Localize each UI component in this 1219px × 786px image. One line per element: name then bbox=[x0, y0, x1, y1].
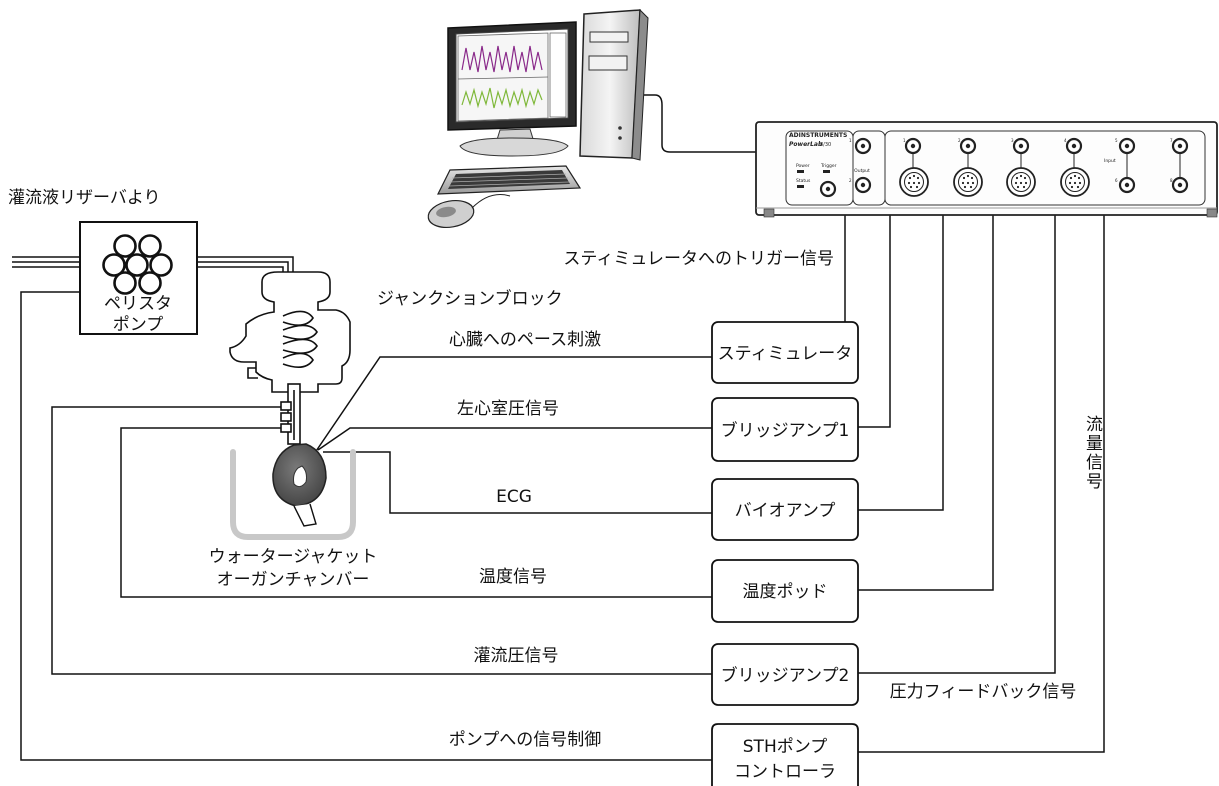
pump-rollers-icon bbox=[102, 234, 173, 295]
pacing-label: 心臓へのペース刺激 bbox=[449, 330, 601, 350]
pump-label-line1: ペリスタ bbox=[104, 294, 172, 314]
input-label: Input bbox=[1104, 158, 1116, 164]
mouse-icon bbox=[427, 194, 511, 229]
output-label: Output bbox=[854, 168, 870, 174]
desktop-computer-icon bbox=[447, 8, 649, 161]
bridge-amp-2-box-label: ブリッジアンプ2 bbox=[721, 665, 850, 686]
pressure-feedback-label: 圧力フィードバック信号 bbox=[890, 682, 1077, 702]
stim-trigger-label: スティミュレータへのトリガー信号 bbox=[563, 249, 834, 269]
input-6-number: 6 bbox=[1115, 178, 1118, 183]
water-jacket-chamber bbox=[230, 449, 356, 540]
input-4-number: 4 bbox=[1064, 138, 1067, 143]
junction-block-label: ジャンクションブロック bbox=[377, 288, 563, 309]
power-led bbox=[797, 170, 804, 173]
output-2-number: 2 bbox=[849, 178, 852, 183]
input-7-number: 7 bbox=[1170, 138, 1173, 143]
powerlab-device-icon: ADINSTRUMENTS PowerLab 8/30 Power Status… bbox=[755, 121, 1218, 218]
trigger-led bbox=[823, 170, 830, 173]
perfusion-pressure-label: 灌流圧信号 bbox=[474, 646, 559, 666]
status-label: Status bbox=[796, 178, 811, 184]
input-1-number: 1 bbox=[903, 138, 906, 143]
water-jacket-label-line2: オーガンチャンバー bbox=[217, 570, 370, 590]
peristaltic-pump: ペリスタ ポンプ bbox=[79, 221, 198, 335]
input-3-number: 3 bbox=[1011, 138, 1014, 143]
input-8-number: 8 bbox=[1170, 178, 1173, 183]
sth-controller-label-line2: コントローラ bbox=[734, 762, 836, 782]
pump-label-line2: ポンプ bbox=[113, 315, 164, 335]
input-2-number: 2 bbox=[958, 138, 961, 143]
ecg-label: ECG bbox=[496, 487, 532, 507]
perfusate-reservoir-label: 灌流液リザーバより bbox=[8, 188, 161, 208]
stimulator-box-label: スティミュレータ bbox=[718, 344, 853, 364]
bridge-amp-1-box-label: ブリッジアンプ1 bbox=[721, 420, 850, 441]
flow-signal-label: 流量信号 bbox=[1082, 415, 1103, 491]
bio-amp-box-label: バイオアンプ bbox=[735, 501, 836, 521]
water-jacket-label-line1: ウォータージャケット bbox=[209, 547, 378, 567]
powerlab-model: PowerLab bbox=[789, 141, 823, 148]
output-1-number: 1 bbox=[849, 138, 852, 143]
keyboard-icon bbox=[437, 165, 582, 195]
lv-pressure-label: 左心室圧信号 bbox=[457, 399, 559, 419]
temp-pod-box-label: 温度ポッド bbox=[743, 582, 828, 602]
powerlab-model-number: 8/30 bbox=[820, 142, 831, 148]
input-5-number: 5 bbox=[1115, 138, 1118, 143]
temperature-signal-label: 温度信号 bbox=[479, 567, 547, 587]
sth-controller-label-line1: STHポンプ bbox=[743, 737, 827, 757]
pump-control-label: ポンプへの信号制御 bbox=[449, 730, 602, 750]
heart-icon bbox=[272, 443, 327, 527]
power-label: Power bbox=[796, 163, 810, 169]
trigger-label: Trigger bbox=[820, 163, 837, 169]
status-led bbox=[797, 185, 804, 188]
powerlab-brand: ADINSTRUMENTS bbox=[789, 132, 847, 139]
device-boxes bbox=[711, 321, 859, 786]
junction-block bbox=[229, 271, 351, 445]
